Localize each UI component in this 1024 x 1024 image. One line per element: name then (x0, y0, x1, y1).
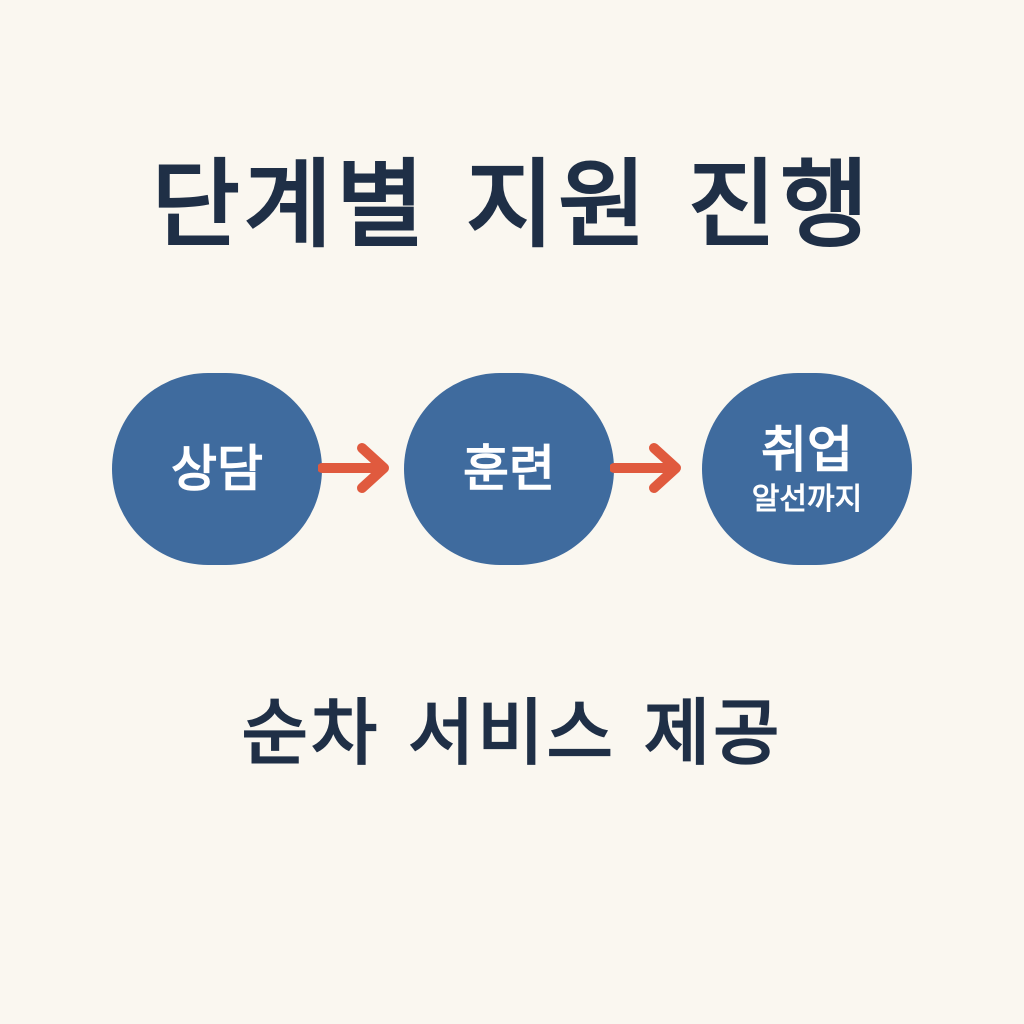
step-employment-label: 취업 (761, 421, 853, 479)
step-counseling-circle: 상담 (112, 373, 322, 565)
page-subtitle: 순차 서비스 제공 (241, 691, 783, 775)
arrow-right-icon (318, 443, 389, 493)
arrow-right-icon (610, 443, 681, 493)
page-title: 단계별 지원 진행 (151, 149, 873, 261)
step-counseling-label: 상담 (171, 440, 263, 498)
step-employment-circle: 취업 알선까지 (702, 373, 912, 565)
step-training-circle: 훈련 (404, 373, 614, 565)
step-employment-sublabel: 알선까지 (751, 482, 863, 517)
step-training-label: 훈련 (463, 440, 555, 498)
